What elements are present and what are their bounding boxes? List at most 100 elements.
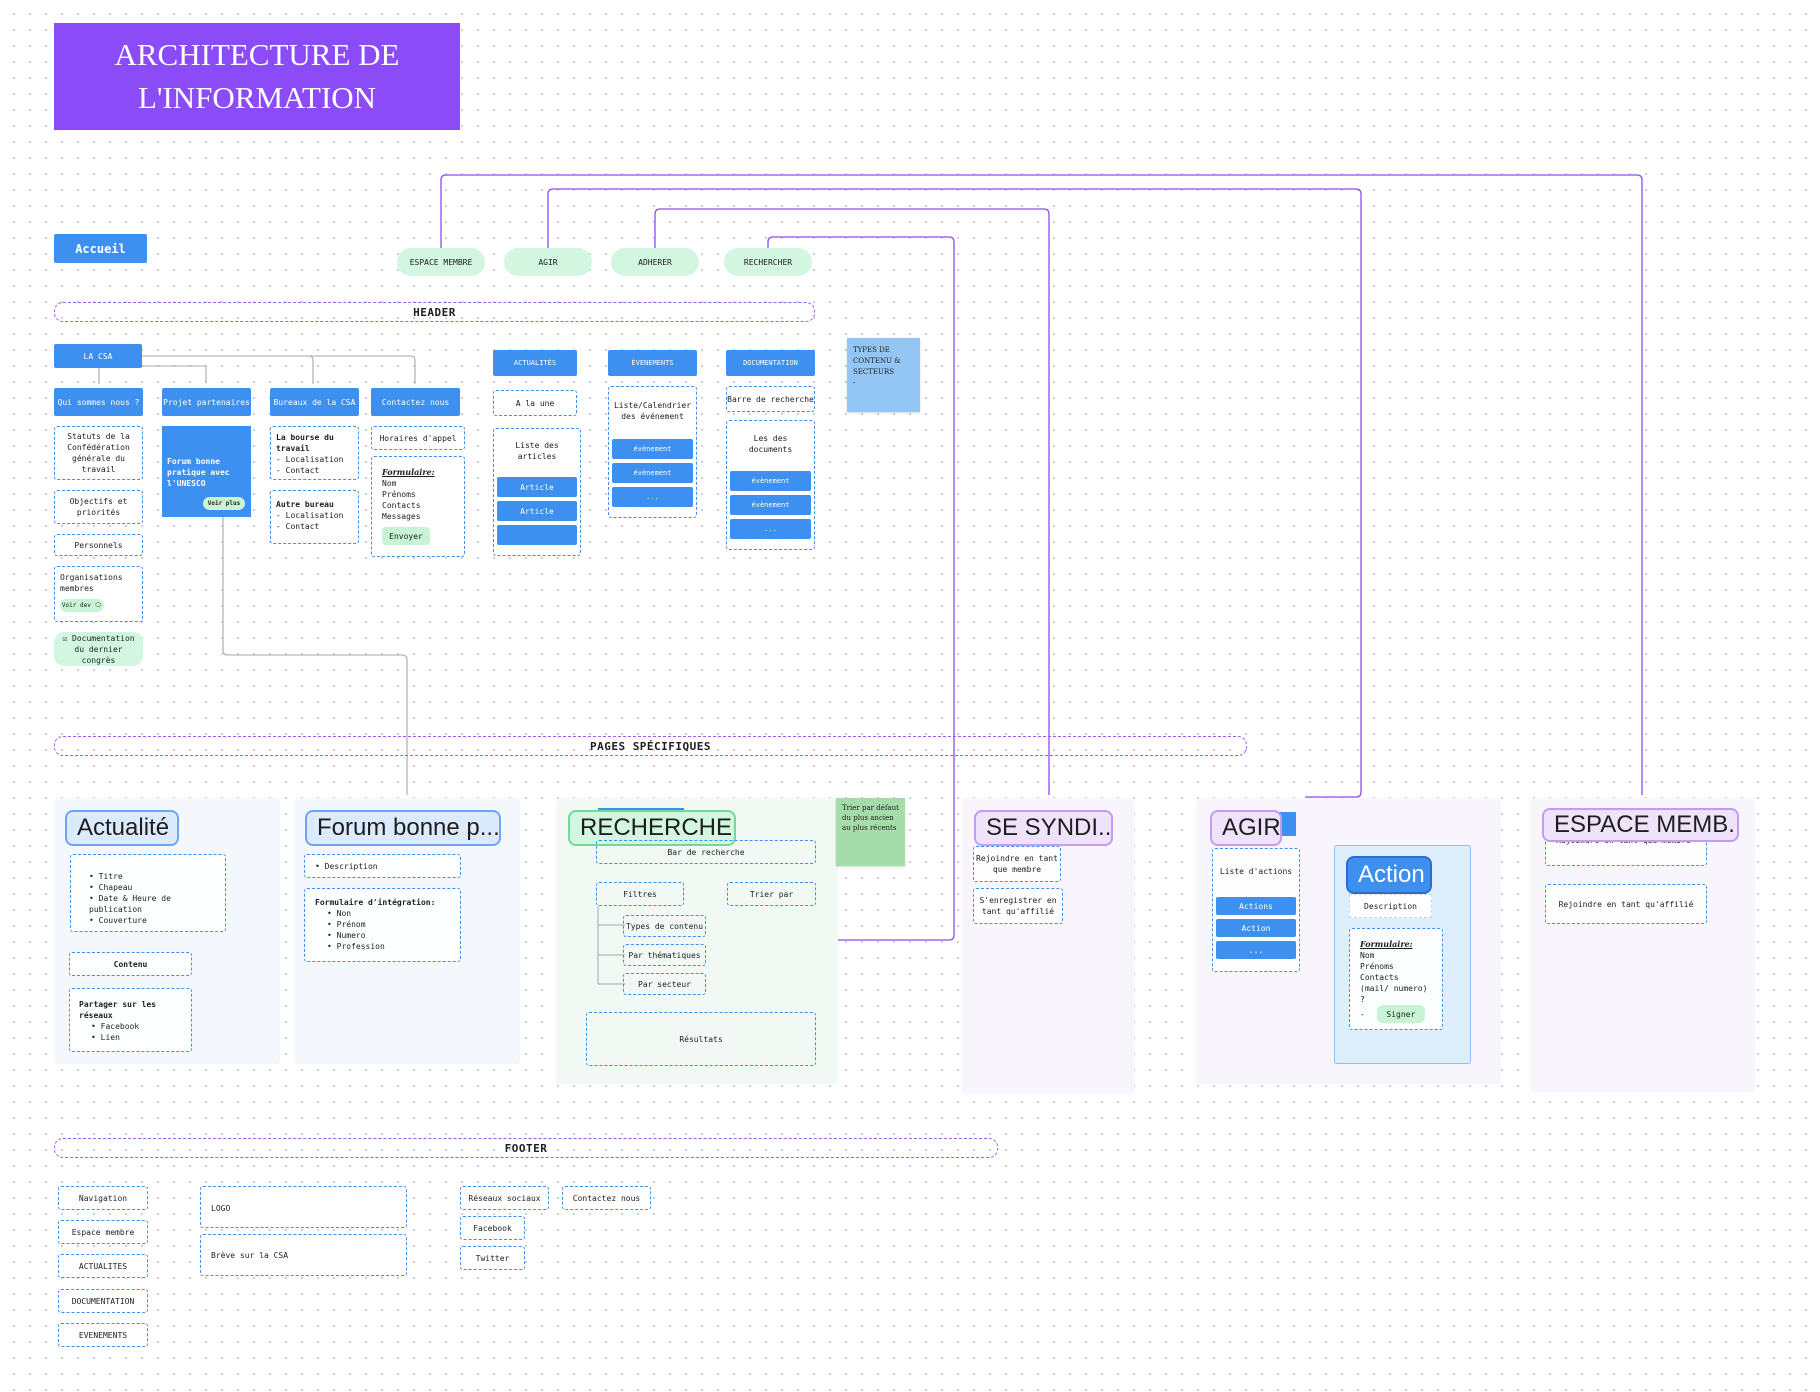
document-item[interactable]: ... [730,519,811,539]
rejoindre-membre-box[interactable]: Rejoindre en tant que membre [973,846,1061,882]
form-field: Nom [382,479,397,488]
forum-field-list: Non Prénom Numero Profession [315,908,450,952]
footer-twitter[interactable]: Twitter [460,1246,525,1270]
evenement-item[interactable]: évènement [612,463,693,483]
footer-documentation[interactable]: DOCUMENTATION [58,1289,148,1313]
evenements-list-box: Liste/Calendrier des événement évènement… [608,386,697,518]
envoyer-button[interactable]: Envoyer [382,527,430,545]
footer-reseaux-sociaux: Réseaux sociaux [460,1186,549,1210]
evenement-item[interactable]: évènement [612,439,693,459]
title-text: ARCHITECTURE DE L'INFORMATION [114,37,400,115]
document-item[interactable]: évènement [730,471,811,491]
bourse-item: - Localisation [276,455,344,464]
objectifs-box: Objectifs et priorités [54,490,143,524]
footer-espace-membre[interactable]: Espace membre [58,1220,148,1244]
adherer-button[interactable]: ADHERER [611,248,699,276]
bourse-item: - Contact [276,466,320,475]
liste-articles-label: Liste des articles [515,441,559,461]
projet-partenaires-button[interactable]: Projet partenaires [162,388,251,416]
partager-label: Partager sur les réseaux [79,1000,157,1020]
documentation-congres-box[interactable]: ☑ Documentation du dernier congrès [54,632,143,666]
bourse-box: La bourse du travail - Localisation - Co… [270,426,359,480]
actualite-fields-box: Titre Chapeau Date & Heure de publicatio… [70,854,226,932]
forum-form-box: Formulaire d'intégration: Non Prénom Num… [304,888,461,962]
thematiques-option[interactable]: Par thématiques [623,944,706,966]
enregistrer-affilie-box[interactable]: S'enregistrer en tant qu'affilié [973,888,1063,924]
rejoindre-affilie-box[interactable]: Rejoindre en tant qu'affilié [1545,884,1707,924]
horaires-box: Horaires d'appel [371,426,465,450]
footer-facebook[interactable]: Facebook [460,1216,525,1240]
article-item[interactable] [497,525,577,545]
form-field: Contacts [382,501,421,510]
action-item[interactable]: ... [1216,941,1296,959]
organisations-box: Organisations membres Voir dev 🗨 [54,566,143,622]
autre-bureau-box: Autre bureau - Localisation - Contact [270,490,359,544]
contactez-nous-button[interactable]: Contactez nous [371,388,460,416]
diagram-title: ARCHITECTURE DE L'INFORMATION [54,23,460,130]
autre-bureau-item: - Contact [276,522,320,531]
footer-breve-box: Brève sur la CSA [200,1234,407,1276]
voir-dev-button[interactable]: Voir dev 🗨 [60,599,104,612]
bureaux-button[interactable]: Bureaux de la CSA [270,388,359,416]
form-field: - [1360,1009,1365,1019]
field-item: Numero [327,930,450,941]
form-field: Nom [1360,951,1375,960]
agir-page-title: AGIR [1210,810,1282,846]
qui-sommes-nous-button[interactable]: Qui sommes nous ? [54,388,143,416]
partager-box: Partager sur les réseaux Facebook Lien [69,988,192,1052]
actualites-button[interactable]: ACTUALITÉS [493,350,577,376]
forum-card-text: Forum bonne pratique avec l'UNESCO [167,457,230,488]
form-title: Formulaire: [382,467,435,477]
footer-navigation[interactable]: Navigation [58,1186,148,1210]
trier-defaut-sticky: Trier par défaut du plus ancien au plus … [836,798,905,866]
documentation-button[interactable]: DOCUMENTATION [726,350,815,376]
bar-recherche-box: Bar de recherche [596,840,816,864]
footer-evenements[interactable]: EVENEMENTS [58,1323,148,1347]
contenu-box: Contenu [69,952,192,976]
personnels-box: Personnels [54,534,143,556]
form-field: Contacts (mail/ numero) [1360,973,1428,993]
rechercher-button[interactable]: RECHERCHER [724,248,812,276]
field-item: Chapeau [89,882,219,893]
contact-form-box: Formulaire: Nom Prénoms Contacts Message… [371,456,465,557]
agir-button[interactable]: AGIR [504,248,592,276]
forum-description-box: • Description [304,854,461,878]
types-contenu-option[interactable]: Types de contenu [623,915,706,937]
autre-bureau-item: - Localisation [276,511,344,520]
footer-actualites[interactable]: ACTUALITES [58,1254,148,1278]
trier-par-box: Trier par [727,882,816,906]
action-item[interactable]: Action [1216,919,1296,937]
action-detail-title: Action [1346,856,1432,894]
documents-list-label: Les des documents [748,434,793,454]
pages-specifiques-section: PAGES SPÉCIFIQUES [54,736,1247,756]
filtres-branches [597,906,625,985]
signer-button[interactable]: Signer [1376,1005,1425,1023]
form-field: Messages [382,512,421,521]
header-section: HEADER [54,302,815,322]
article-item[interactable]: Article [497,477,577,497]
liste-actions-label: Liste d'actions [1219,866,1293,876]
action-description-box: Description [1349,894,1432,918]
espace-membre-button[interactable]: ESPACE MEMBRE [397,248,485,276]
document-item[interactable]: évènement [730,495,811,515]
statuts-box: Statuts de la Confédération générale du … [54,426,143,480]
action-form-box: Formulaire: Nom Prénoms Contacts (mail/ … [1349,928,1443,1030]
secteur-option[interactable]: Par secteur [623,973,706,995]
action-item[interactable]: Actions [1216,897,1296,915]
espace-membre-page-title: ESPACE MEMB... [1542,808,1739,842]
accueil-button[interactable]: Accueil [54,234,147,263]
footer-contactez-nous[interactable]: Contactez nous [562,1186,651,1210]
field-item: Titre [89,871,219,882]
actualite-field-list: Titre Chapeau Date & Heure de publicatio… [77,871,219,926]
organisations-label: Organisations membres [60,573,123,593]
liste-actions-box: Liste d'actions Actions Action ... [1212,848,1300,972]
la-csa-button[interactable]: LA CSA [54,344,142,368]
evenements-button[interactable]: ÉVENEMENTS [608,350,697,376]
evenement-item[interactable]: ... [612,487,693,507]
forum-form-title: Formulaire d'intégration: [315,898,436,907]
voir-plus-button[interactable]: Voir plus [203,497,245,510]
a-la-une-box: A la une [493,390,577,416]
footer-section: FOOTER [54,1138,998,1158]
article-item[interactable]: Article [497,501,577,521]
resultats-box: Résultats [586,1012,816,1066]
